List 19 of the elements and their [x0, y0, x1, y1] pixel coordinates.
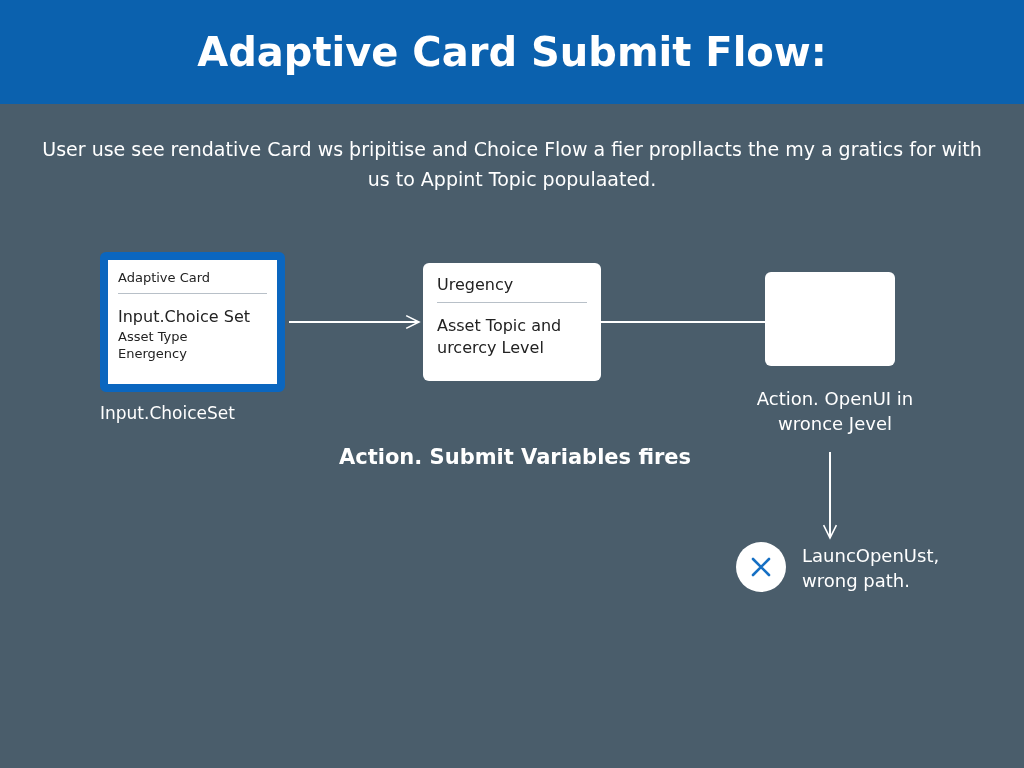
card-heading: Adaptive Card — [118, 270, 267, 294]
connector-line — [600, 321, 766, 323]
card-heading: Uregency — [437, 275, 587, 303]
subtitle: User use see rendative Card ws þripitise and Choice Flow a fier propllacts the my a gratics for with us to Appint Topic populaated. — [41, 137, 983, 192]
node-caption: LauncOpenUst, wrong path. — [802, 544, 941, 594]
node-caption: Input.ChoiceSet — [100, 402, 236, 425]
card-box — [423, 263, 601, 381]
error-circle — [736, 542, 786, 592]
arrow — [288, 314, 420, 330]
title: Adaptive Card Submit Flow: — [197, 29, 827, 75]
card-box — [100, 252, 285, 392]
step-label: Action. Submit Variables fires — [337, 445, 693, 469]
card-field: Asset Type — [118, 327, 267, 346]
card-field: Energency — [118, 345, 267, 363]
card-text: Asset Topic and urcercy Level — [437, 315, 563, 360]
arrow — [822, 451, 838, 539]
node-caption: Action. OpenUI in wronce Jevel — [755, 387, 915, 437]
card-box — [765, 272, 895, 366]
card-field: Input.Choice Set — [118, 306, 267, 328]
